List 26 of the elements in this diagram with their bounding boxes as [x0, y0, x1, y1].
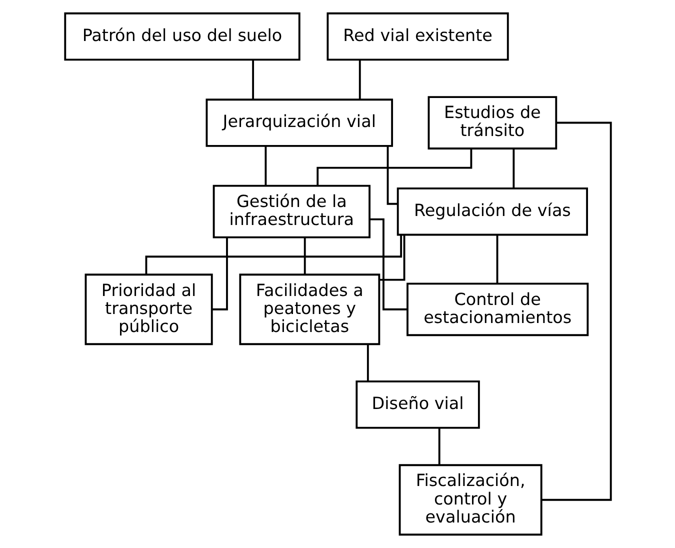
node-box: Jerarquización vial — [205, 98, 393, 147]
connector — [252, 60, 254, 100]
connector — [369, 218, 407, 310]
connector — [512, 148, 514, 188]
node-box: Gestión de la infraestructura — [212, 184, 370, 238]
node-box: Fiscalización, control y evaluación — [398, 464, 542, 536]
connector — [496, 234, 498, 284]
connector — [144, 235, 402, 274]
node-box: Estudios de tránsito — [427, 96, 557, 150]
node-box: Regulación de vías — [396, 187, 588, 236]
node-box: Prioridad al transporte público — [84, 274, 212, 346]
connector — [316, 148, 472, 186]
connector — [541, 122, 612, 501]
connector — [264, 146, 266, 186]
node-box: Control de estacionamientos — [406, 282, 588, 336]
node-box: Patrón del uso del suelo — [64, 12, 300, 61]
connector — [438, 428, 440, 466]
node-box: Facilidades a peatones y bicicletas — [238, 274, 380, 346]
connector — [303, 238, 306, 275]
connector — [366, 344, 368, 382]
connector — [378, 235, 405, 281]
connector — [358, 60, 360, 100]
node-box: Diseño vial — [355, 380, 480, 429]
connector — [386, 146, 398, 205]
node-box: Red vial existente — [326, 12, 508, 61]
connector — [211, 238, 228, 310]
